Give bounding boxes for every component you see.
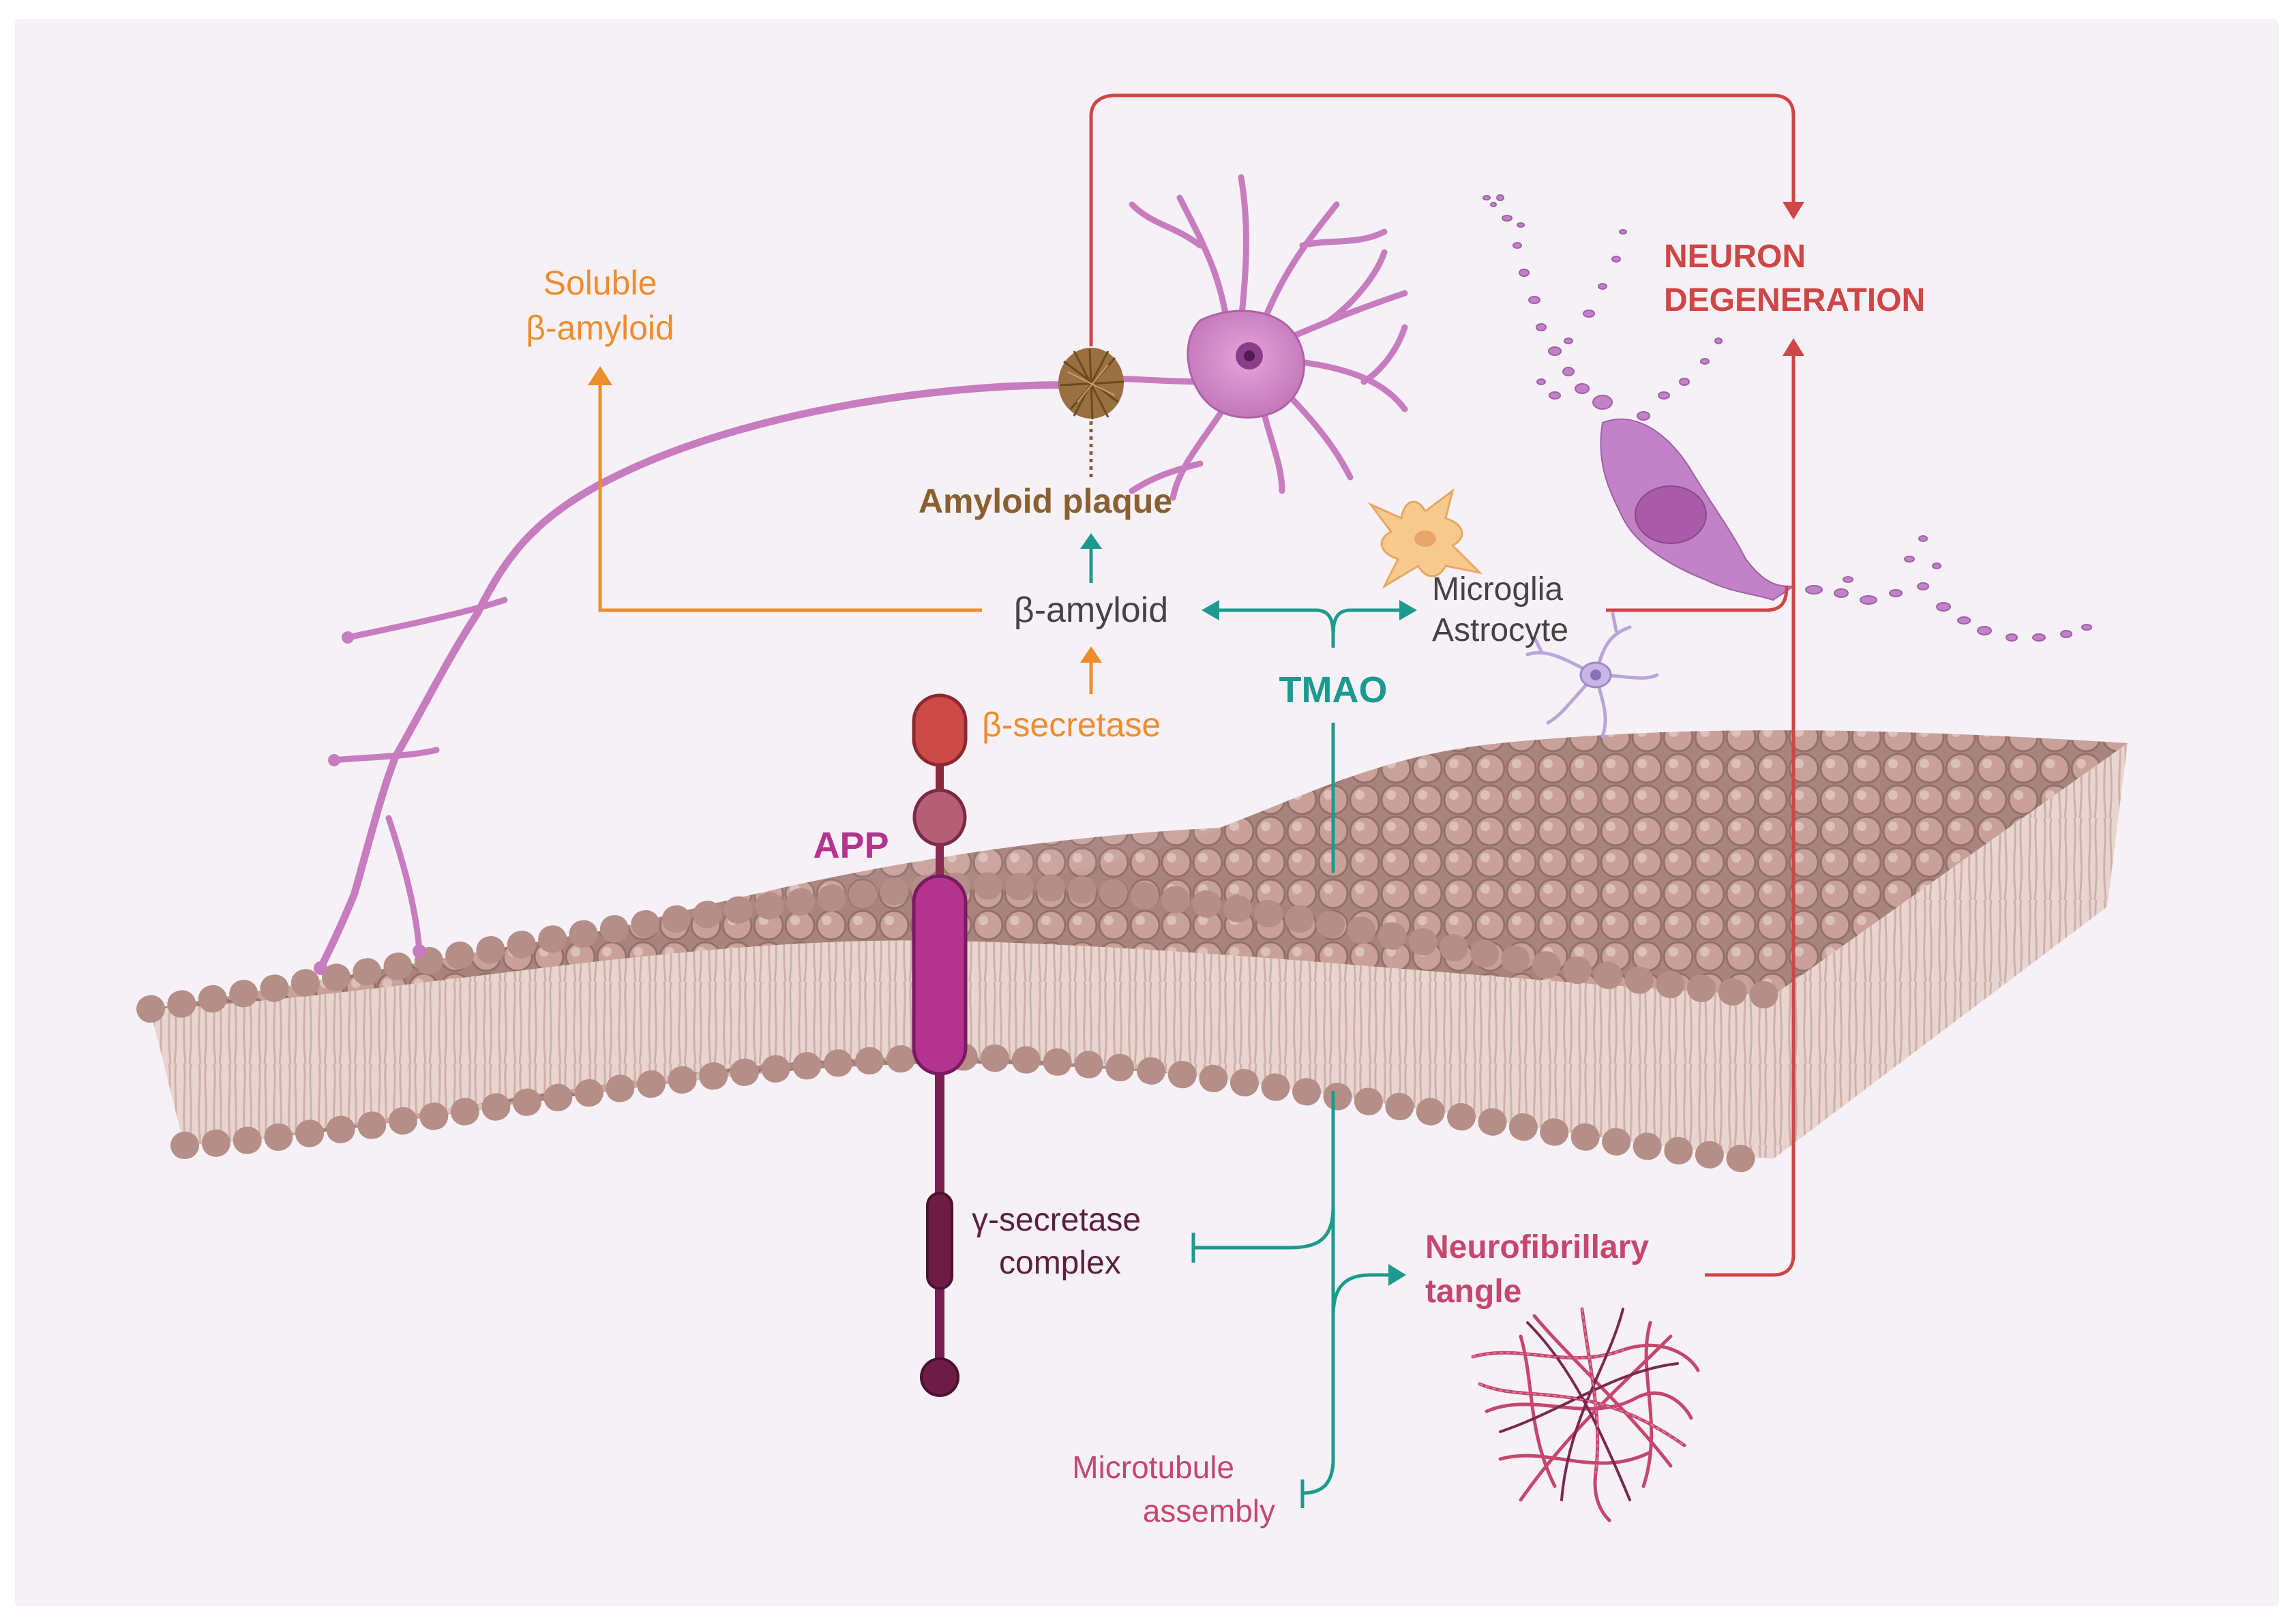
amyloid-plaque-icon	[1058, 348, 1124, 477]
beta-secretase-label: β-secretase	[982, 706, 1161, 744]
background-panel	[15, 19, 2279, 1606]
amyloid-plaque-label: Amyloid plaque	[919, 482, 1172, 520]
gamma-secretase-line1: γ-secretase	[972, 1202, 1141, 1238]
astrocyte-cell-icon	[1367, 488, 1483, 589]
neuron-cell-icon	[314, 174, 1408, 975]
soluble-label-line2: β-amyloid	[526, 309, 674, 347]
microglia-label: Microglia	[1432, 571, 1563, 607]
app-label: APP	[813, 825, 889, 866]
degenerating-neuron-icon	[1483, 194, 2092, 642]
tangle-label-line2: tangle	[1425, 1274, 1521, 1310]
plaque-formation-arrow	[1080, 533, 1102, 583]
microglia-cell-icon	[1525, 612, 1659, 738]
microtubule-line1: Microtubule	[1072, 1449, 1234, 1485]
degeneration-bottom-arrow	[1705, 338, 1804, 1277]
beta-amyloid-label: β-amyloid	[1014, 590, 1168, 630]
tmao-membrane-line	[1191, 723, 1406, 1508]
soluble-label-line1: Soluble	[543, 264, 657, 302]
degeneration-top-arrow	[1089, 93, 1804, 346]
beta-secretase-arrow	[1080, 646, 1102, 694]
astrocyte-label: Astrocyte	[1432, 612, 1568, 648]
microtubule-line2: assembly	[1143, 1493, 1275, 1529]
neurofibrillary-tangle-icon	[1471, 1307, 1700, 1522]
app-protein-icon	[912, 693, 968, 1397]
gamma-secretase-line2: complex	[999, 1245, 1121, 1281]
tangle-label-line1: Neurofibrillary	[1425, 1229, 1649, 1265]
neuron-degeneration-line1: NEURON	[1664, 239, 1806, 275]
neuron-degeneration-line2: DEGENERATION	[1664, 282, 1925, 318]
tmao-brace-arrows	[1202, 600, 1417, 648]
glia-degeneration-line	[1606, 586, 1789, 612]
tmao-label: TMAO	[1279, 670, 1388, 710]
soluble-amyloid-arrow	[588, 366, 982, 612]
